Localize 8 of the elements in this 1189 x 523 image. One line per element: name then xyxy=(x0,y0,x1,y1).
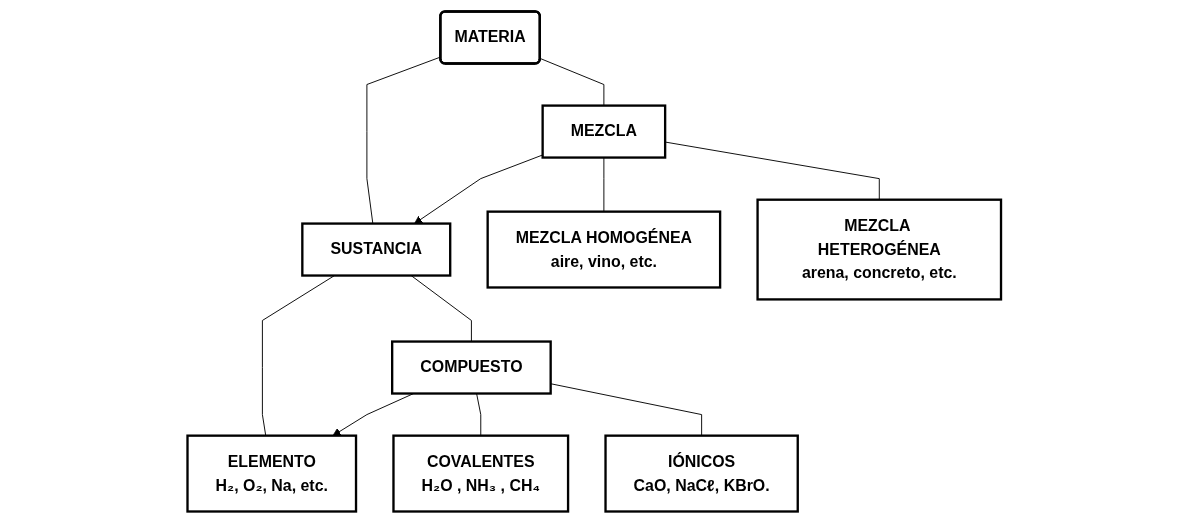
node-box: MEZCLA HOMOGÉNEA aire, vino, etc. xyxy=(486,210,722,289)
node-box: COMPUESTO xyxy=(391,340,553,395)
node-box: MEZCLA HETEROGÉNEA arena, concreto, etc. xyxy=(756,198,1003,301)
node-box: COVALENTES H₂O , NH₃ , CH₄ xyxy=(392,434,570,513)
node-box: ELEMENTO H₂, O₂, Na, etc. xyxy=(186,434,358,513)
node-box: MEZCLA xyxy=(541,104,667,159)
node-box: IÓNICOS CaO, NaCℓ, KBrO. xyxy=(604,434,800,513)
node-box: SUSTANCIA xyxy=(301,222,452,277)
